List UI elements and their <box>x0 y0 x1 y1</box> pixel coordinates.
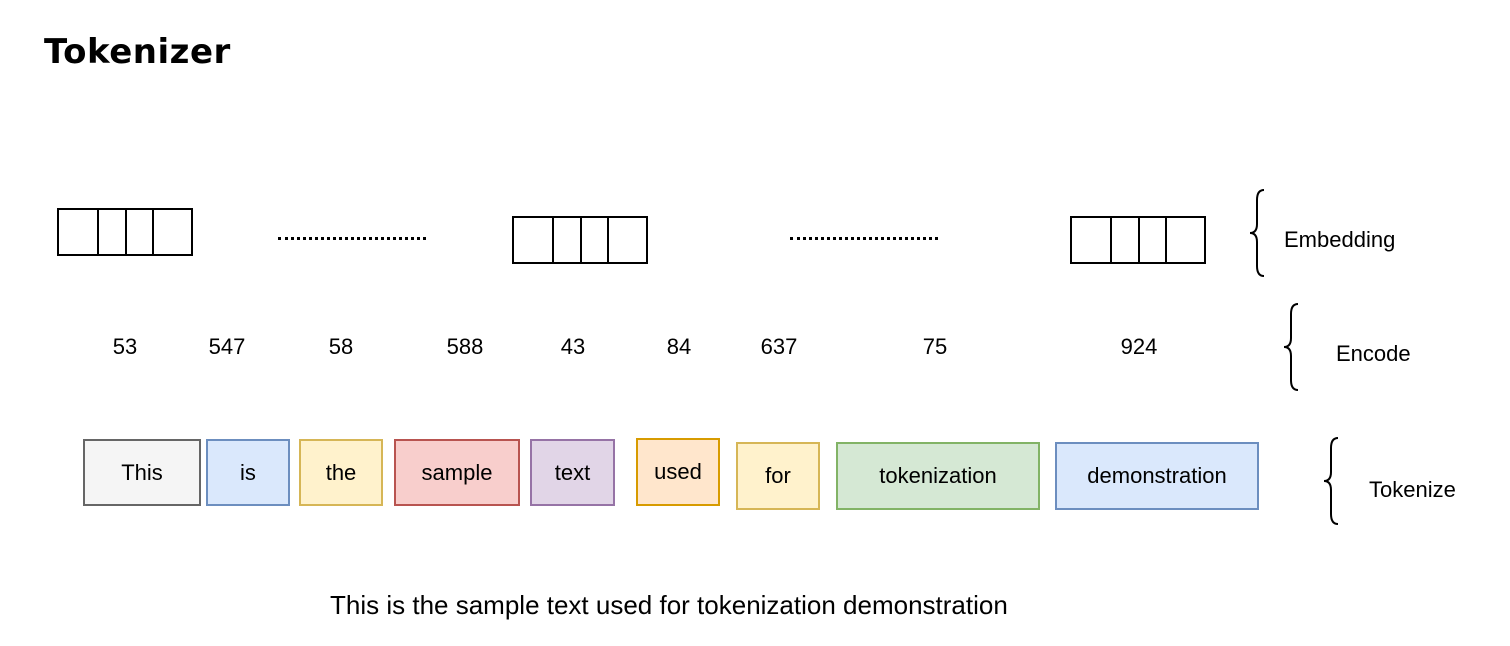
encoded-id: 75 <box>922 334 948 359</box>
token-box: demonstration <box>1055 442 1259 510</box>
embedding-vector-2 <box>512 216 648 264</box>
encoded-id: 84 <box>666 334 692 359</box>
token-box: This <box>83 439 201 506</box>
encoded-id: 924 <box>1120 334 1158 359</box>
token-box: text <box>530 439 615 506</box>
diagram-title: Tokenizer <box>44 32 231 72</box>
tokenize-label: Tokenize <box>1369 477 1456 502</box>
encoded-id: 547 <box>208 334 246 359</box>
token-box: is <box>206 439 290 506</box>
encoded-id: 43 <box>560 334 586 359</box>
token-text: This <box>121 459 163 485</box>
input-sentence: This is the sample text used for tokeniz… <box>330 590 1008 620</box>
ellipsis-dots-2 <box>790 237 938 240</box>
token-box: tokenization <box>836 442 1040 510</box>
token-text: text <box>554 459 591 485</box>
embedding-vector-3 <box>1070 216 1206 264</box>
encoded-id: 53 <box>112 334 138 359</box>
token-box: the <box>299 439 383 506</box>
encoded-id: 637 <box>760 334 798 359</box>
encode-label: Encode <box>1336 341 1411 366</box>
token-text: tokenization <box>879 463 997 488</box>
tokenize-brace-icon <box>1323 437 1339 525</box>
encode-brace-icon <box>1283 303 1299 391</box>
token-text: the <box>325 459 357 485</box>
token-text: is <box>240 459 256 485</box>
token-text: sample <box>421 459 493 485</box>
embedding-vector-1 <box>57 208 193 256</box>
ellipsis-dots-1 <box>278 237 426 240</box>
token-text: used <box>654 459 702 484</box>
token-box: for <box>736 442 820 510</box>
embedding-label: Embedding <box>1284 227 1396 252</box>
token-text: demonstration <box>1087 463 1227 488</box>
embedding-brace-icon <box>1249 189 1265 277</box>
encoded-id: 58 <box>328 334 354 359</box>
token-box: used <box>636 438 720 506</box>
token-box: sample <box>394 439 520 506</box>
encoded-id: 588 <box>446 334 484 359</box>
token-text: for <box>765 463 791 488</box>
